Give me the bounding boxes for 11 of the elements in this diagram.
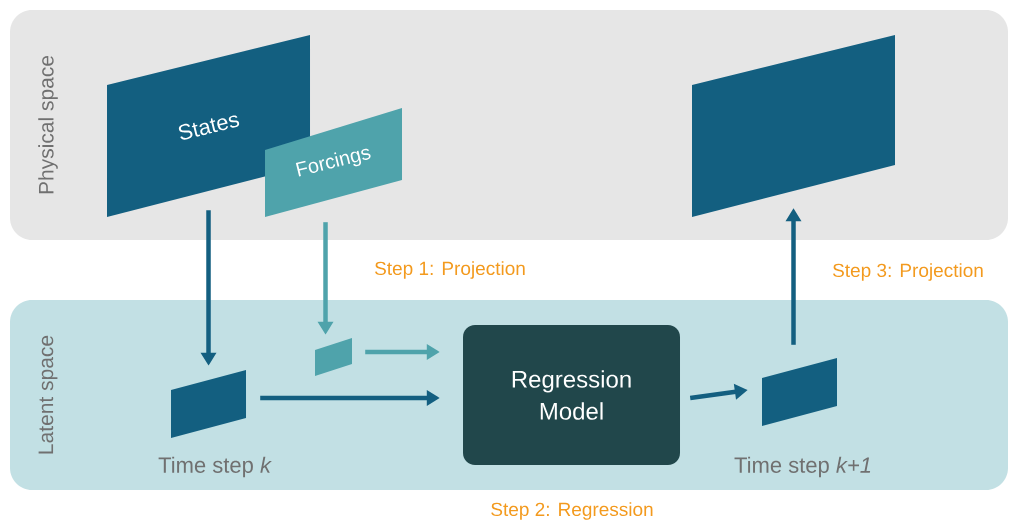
parallelogram [315,338,352,376]
step-label: Step 1: Projection [375,261,525,279]
parallelogram [762,358,837,426]
parallelogram [692,35,895,217]
model-box: Regression Model [463,325,680,465]
step-label: Step 3: Projection [833,263,983,281]
step-label: Step 2: Regression [491,502,653,520]
parallelogram [171,370,246,438]
parallelogram: Forcings [265,108,402,217]
time-step-label: Time step k [158,456,272,478]
time-step-label: Time step k+1 [734,456,871,478]
